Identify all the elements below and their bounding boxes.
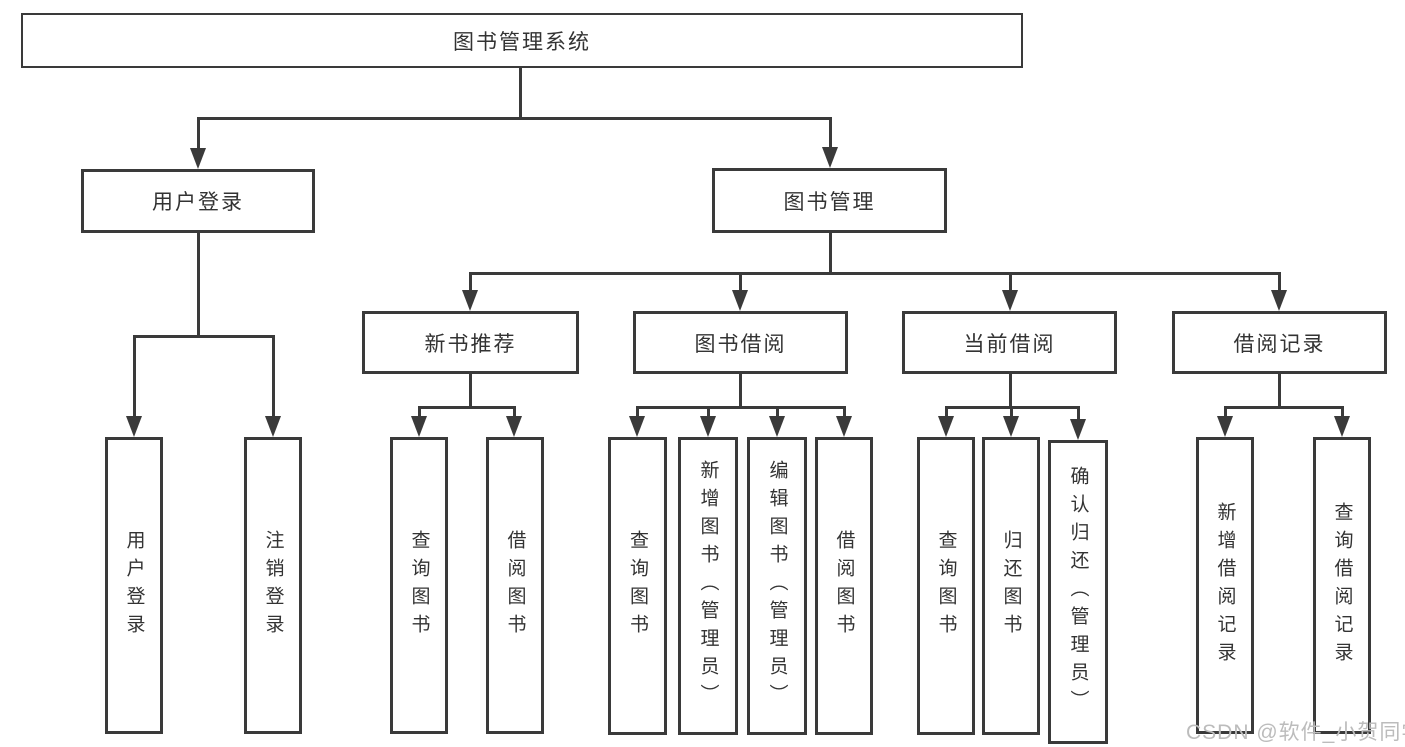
connector-line xyxy=(1224,405,1344,409)
arrowhead-down-icon xyxy=(629,416,645,437)
connector-line xyxy=(518,68,522,120)
connector-line xyxy=(197,116,832,120)
arrowhead-down-icon xyxy=(1002,290,1018,311)
node-leaf-confirm-return-admin: 确认归还（管理员） xyxy=(1048,440,1108,744)
connector-line xyxy=(706,407,710,419)
arrowhead-down-icon xyxy=(411,416,427,437)
connector-line xyxy=(1277,273,1281,293)
connector-line xyxy=(738,374,742,409)
connector-line xyxy=(417,407,421,419)
node-leaf-logout: 注销登录 xyxy=(244,437,302,734)
node-leaf-return-books: 归还图书 xyxy=(982,437,1040,735)
arrowhead-down-icon xyxy=(938,416,954,437)
arrowhead-down-icon xyxy=(1070,419,1086,440)
node-current-borrowing: 当前借阅 xyxy=(902,311,1117,374)
node-leaf-query-books-borrowing: 查询图书 xyxy=(608,437,667,735)
node-user-login: 用户登录 xyxy=(81,169,315,233)
arrowhead-down-icon xyxy=(1271,290,1287,311)
node-leaf-query-books-recommend: 查询图书 xyxy=(390,437,448,734)
connector-line xyxy=(1340,407,1344,419)
connector-line xyxy=(271,336,275,419)
connector-line xyxy=(636,405,846,409)
arrowhead-down-icon xyxy=(265,416,281,437)
node-leaf-edit-books-admin: 编辑图书（管理员） xyxy=(747,437,807,735)
arrowhead-down-icon xyxy=(732,290,748,311)
connector-line xyxy=(635,407,639,419)
node-leaf-add-books-admin: 新增图书（管理员） xyxy=(678,437,738,735)
connector-line xyxy=(1076,407,1080,422)
watermark: CSDN @软件_小贺同学 xyxy=(1186,721,1405,744)
connector-line xyxy=(1008,273,1012,293)
connector-line xyxy=(828,233,832,275)
connector-line xyxy=(196,118,200,151)
connector-line xyxy=(468,273,472,293)
arrowhead-down-icon xyxy=(769,416,785,437)
arrowhead-down-icon xyxy=(836,416,852,437)
arrowhead-down-icon xyxy=(506,416,522,437)
arrowhead-down-icon xyxy=(462,290,478,311)
connector-line xyxy=(775,407,779,419)
node-leaf-query-books-current: 查询图书 xyxy=(917,437,975,735)
arrowhead-down-icon xyxy=(700,416,716,437)
arrowhead-down-icon xyxy=(1334,416,1350,437)
connector-line xyxy=(132,336,136,419)
connector-line xyxy=(842,407,846,419)
arrowhead-down-icon xyxy=(190,148,206,169)
connector-line xyxy=(1009,407,1013,419)
connector-line xyxy=(418,405,516,409)
node-borrowing-records: 借阅记录 xyxy=(1172,311,1387,374)
node-leaf-add-borrow-record: 新增借阅记录 xyxy=(1196,437,1254,734)
connector-line xyxy=(1223,407,1227,419)
connector-line xyxy=(738,273,742,293)
connector-line xyxy=(512,407,516,419)
connector-line xyxy=(944,407,948,419)
connector-line xyxy=(828,118,832,150)
node-book-management: 图书管理 xyxy=(712,168,947,233)
connector-line xyxy=(133,334,275,338)
node-library-management-system: 图书管理系统 xyxy=(21,13,1023,68)
connector-line xyxy=(1008,374,1012,409)
node-new-book-recommend: 新书推荐 xyxy=(362,311,579,374)
connector-line xyxy=(469,271,1281,275)
connector-line xyxy=(945,405,1080,409)
arrowhead-down-icon xyxy=(126,416,142,437)
node-leaf-query-borrow-record: 查询借阅记录 xyxy=(1313,437,1371,734)
arrowhead-down-icon xyxy=(1217,416,1233,437)
connector-line xyxy=(468,374,472,409)
arrowhead-down-icon xyxy=(1003,416,1019,437)
node-leaf-borrow-books: 借阅图书 xyxy=(815,437,873,735)
connector-line xyxy=(196,233,200,336)
node-leaf-user-login: 用户登录 xyxy=(105,437,163,734)
node-leaf-borrow-books-recommend: 借阅图书 xyxy=(486,437,544,734)
connector-line xyxy=(1277,374,1281,409)
node-book-borrowing: 图书借阅 xyxy=(633,311,848,374)
arrowhead-down-icon xyxy=(822,147,838,168)
